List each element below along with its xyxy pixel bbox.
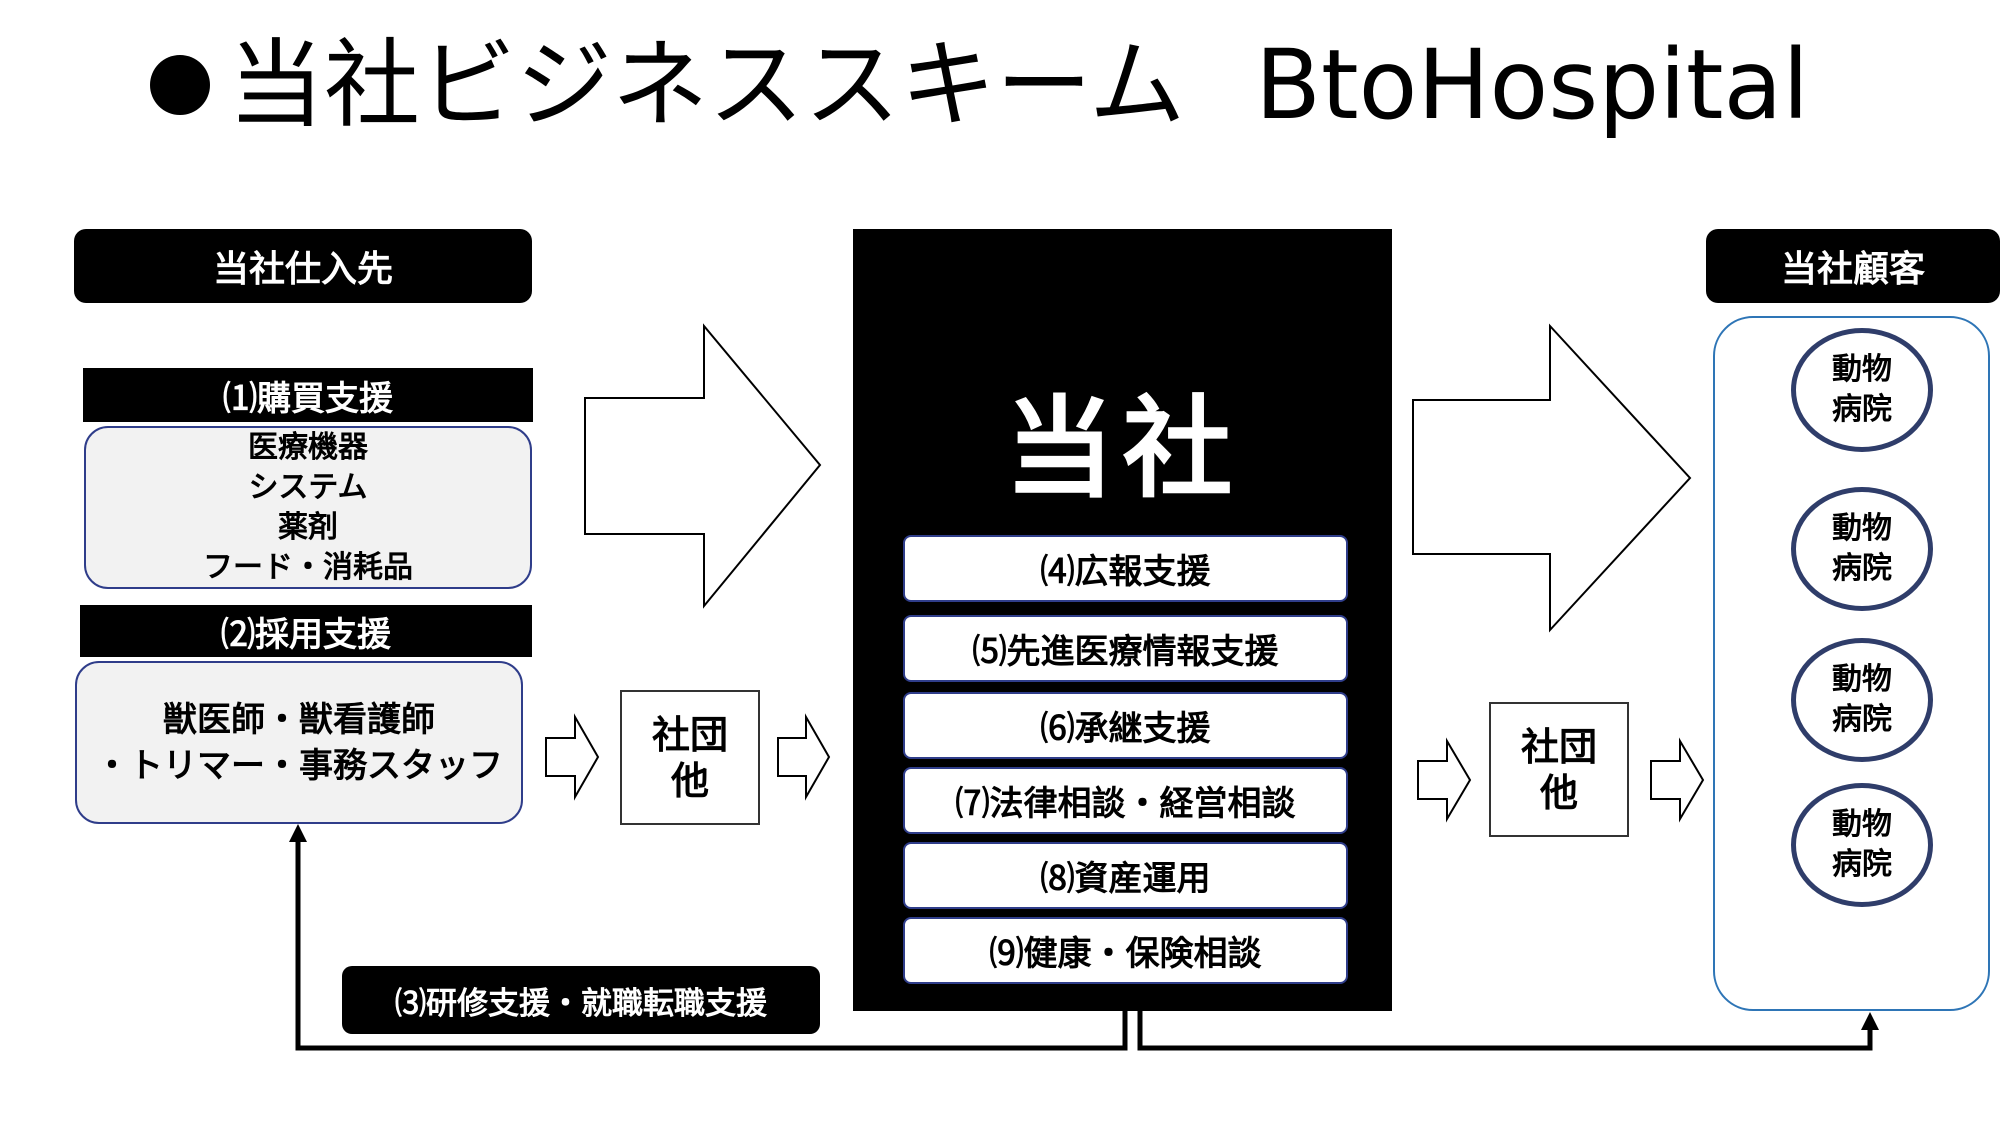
customer-line: 動物 [1832, 511, 1892, 546]
page-title: 当社ビジネススキーム BtoHospital [150, 30, 1809, 140]
large-arrow-left [584, 323, 822, 609]
intermediary-line: 他 [1539, 770, 1578, 815]
title-sub: BtoHospital [1255, 29, 1810, 141]
purchase-item: システム [248, 469, 368, 505]
purchase-item: 医療機器 [248, 429, 368, 465]
company-name: 当社 [1004, 385, 1241, 513]
intermediary-box-right: 社団 他 [1489, 702, 1629, 837]
small-arrow [777, 713, 831, 801]
intermediary-box-left: 社団 他 [620, 690, 760, 825]
recruit-support-bar: ⑵採用支援 [80, 605, 532, 657]
customer-hospital: 動物 病院 [1791, 487, 1933, 611]
service-label: ⑼健康・保険相談 [989, 934, 1262, 974]
service-succession: ⑹承継支援 [903, 692, 1348, 759]
customer-hospital: 動物 病院 [1791, 328, 1933, 452]
purchase-support-bar: ⑴購買支援 [83, 368, 533, 422]
recruit-line: ・トリマー・事務スタッフ [95, 745, 503, 786]
small-arrow [545, 713, 600, 801]
training-support-label: ⑶研修支援・就職転職支援 [342, 966, 820, 1034]
recruit-staff-box: 獣医師・獣看護師 ・トリマー・事務スタッフ [75, 661, 523, 824]
title-bullet [150, 55, 210, 115]
customer-hospital: 動物 病院 [1791, 783, 1933, 907]
purchase-support-label: ⑴購買支援 [223, 378, 393, 419]
suppliers-header: 当社仕入先 [74, 229, 532, 303]
service-label: ⑸先進医療情報支援 [972, 632, 1279, 672]
service-label: ⑺法律相談・経営相談 [955, 784, 1296, 824]
customer-hospital: 動物 病院 [1791, 638, 1933, 762]
service-legal-management: ⑺法律相談・経営相談 [903, 767, 1348, 834]
purchase-item: 薬剤 [278, 509, 338, 545]
customer-line: 病院 [1832, 551, 1892, 586]
recruit-support-label: ⑵採用支援 [221, 614, 391, 655]
service-label: ⑹承継支援 [1040, 709, 1211, 749]
service-pr: ⑷広報支援 [903, 535, 1348, 602]
recruit-line: 獣医師・獣看護師 [163, 699, 435, 740]
large-arrow-right [1412, 323, 1692, 633]
service-medical-info: ⑸先進医療情報支援 [903, 615, 1348, 682]
purchase-items-box: 医療機器 システム 薬剤 フード・消耗品 [84, 426, 532, 589]
purchase-item: フード・消耗品 [203, 549, 413, 585]
service-label: ⑻資産運用 [1040, 859, 1211, 899]
arrowhead-up [1861, 1012, 1879, 1030]
customers-header-label: 当社顧客 [1780, 249, 1925, 290]
customer-line: 病院 [1832, 847, 1892, 882]
small-arrow [1417, 737, 1472, 823]
title-main: 当社ビジネススキーム [228, 29, 1186, 141]
training-connector [295, 840, 1128, 1051]
customer-line: 病院 [1832, 702, 1892, 737]
customer-line: 病院 [1832, 392, 1892, 427]
training-support-text: ⑶研修支援・就職転職支援 [395, 985, 767, 1022]
customer-line: 動物 [1832, 352, 1892, 387]
suppliers-header-label: 当社仕入先 [212, 249, 393, 290]
service-health-insurance: ⑼健康・保険相談 [903, 917, 1348, 984]
intermediary-line: 社団 [651, 712, 728, 757]
customer-line: 動物 [1832, 807, 1892, 842]
small-arrow [1650, 737, 1705, 823]
customer-connector [1137, 1011, 1873, 1051]
intermediary-line: 他 [670, 758, 709, 803]
service-asset-management: ⑻資産運用 [903, 842, 1348, 909]
arrowhead-up [289, 824, 307, 842]
service-label: ⑷広報支援 [1040, 552, 1211, 592]
intermediary-line: 社団 [1520, 724, 1597, 769]
customers-header: 当社顧客 [1706, 229, 2000, 303]
customer-line: 動物 [1832, 662, 1892, 697]
